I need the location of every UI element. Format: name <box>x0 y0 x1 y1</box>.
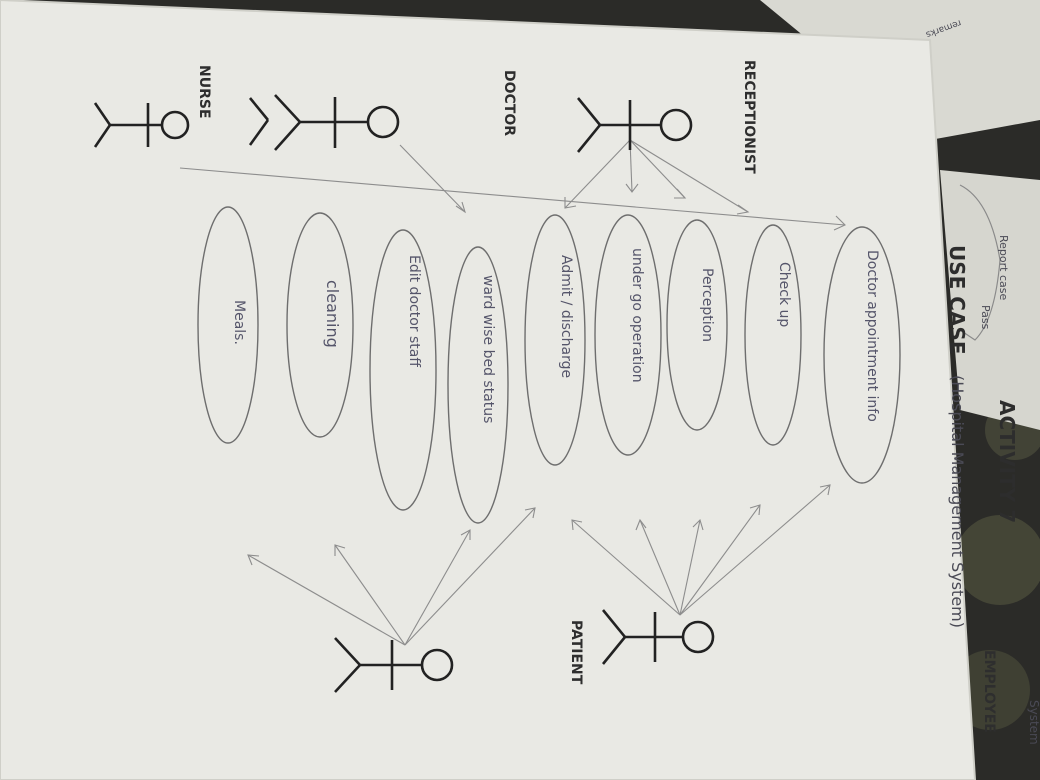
use-case-heading: USE CASE <box>945 245 969 355</box>
use-case-ellipses <box>197 206 901 524</box>
association-lines <box>179 139 846 646</box>
uc-ellipse-under-go-operation <box>594 214 662 456</box>
actor-patient-figure <box>601 609 715 665</box>
corner-note-line1: Report case <box>997 235 1010 300</box>
uc-ellipse-admit-discharge <box>524 214 586 466</box>
uc-ward-bed-status: ward wise bed status <box>480 275 496 423</box>
uc-admit-discharge: Admit / discharge <box>558 255 574 378</box>
uc-ellipse-perception <box>666 219 728 431</box>
actor-receptionist-label: RECEPTIONIST <box>741 60 757 174</box>
actor-nurse-label: NURSE <box>196 65 212 119</box>
uc-under-go-operation: under go operation <box>629 248 645 383</box>
actor-employee-label: EMPLOYEE <box>981 650 997 733</box>
uc-edit-doctor-staff: Edit doctor staff <box>406 255 422 367</box>
uc-ellipse-ward-bed-status <box>447 246 509 524</box>
activity-heading: ACTIVITY 7 <box>995 400 1019 523</box>
actor-patient-label: PATIENT <box>568 620 584 685</box>
uc-ellipse-edit-doctor-staff <box>369 229 437 511</box>
corner-note-line2: Pass <box>979 305 992 330</box>
uc-check-up: Check up <box>776 262 792 327</box>
uc-ellipse-check-up <box>744 224 802 446</box>
uc-cleaning: cleaning <box>323 280 342 348</box>
margin-note: System <box>1027 700 1040 745</box>
subtitle-heading: (Hospital Management System) <box>948 375 967 628</box>
actor-receptionist-figure <box>93 102 190 148</box>
actor-employee-figure <box>334 637 454 693</box>
uc-perception: Perception <box>699 268 715 342</box>
uc-ellipse-cleaning <box>286 212 354 438</box>
uc-ellipse-doctor-appointment <box>823 226 901 484</box>
actor-doctor-figure-top <box>576 97 693 153</box>
paper-sheet <box>0 0 975 780</box>
actor-doctor-figure <box>274 94 400 151</box>
uc-meals: Meals. <box>231 300 247 345</box>
actor-doctor-label: DOCTOR <box>501 70 517 136</box>
actor-nurse-figure <box>248 97 270 146</box>
uc-doctor-appointment: Doctor appointment info <box>864 250 880 422</box>
corner-note: Report case Pass <box>959 184 1010 341</box>
uc-ellipse-meals <box>197 206 259 444</box>
